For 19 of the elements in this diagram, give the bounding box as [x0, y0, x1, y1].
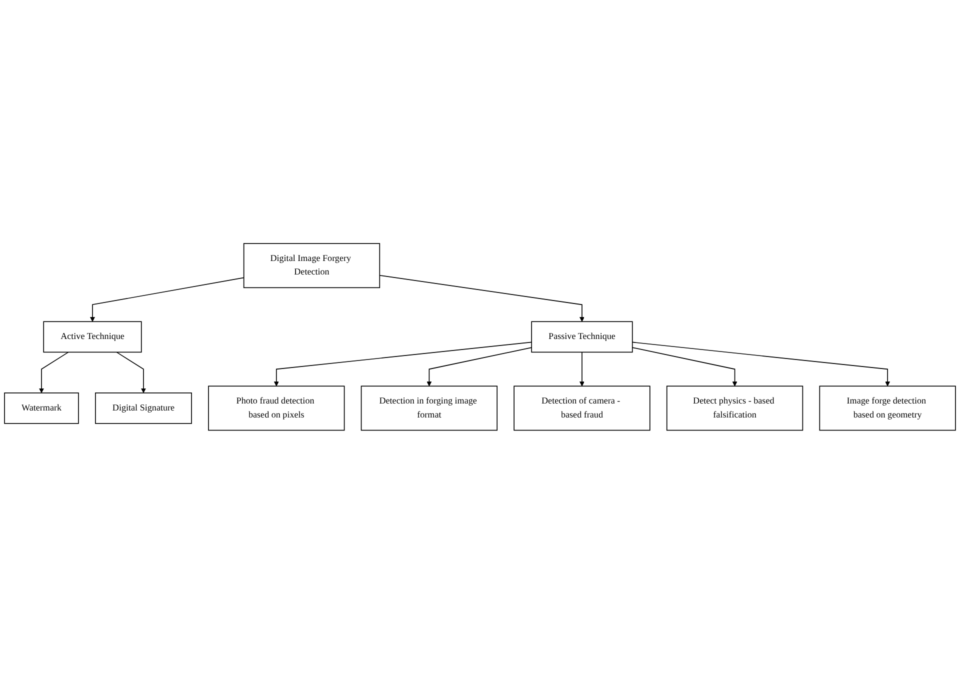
- arrow: [39, 351, 69, 393]
- arrow: [580, 351, 584, 386]
- node-box: Detect physics - based falsification: [666, 385, 804, 430]
- node-box: Digital Image Forgery Detection: [243, 242, 380, 288]
- node-box: Passive Technique: [531, 320, 633, 352]
- arrow: [274, 341, 532, 386]
- node-box: Image forge detection based on geometry: [819, 385, 956, 430]
- node-box: Active Technique: [43, 320, 142, 352]
- node-box: Digital Signature: [95, 392, 192, 424]
- node-box: Photo fraud detection based on pixels: [208, 385, 345, 430]
- arrow: [90, 276, 244, 322]
- arrow: [426, 346, 532, 386]
- arrow: [379, 274, 584, 322]
- arrow: [632, 346, 738, 386]
- node-box: Detection of camera - based fraud: [514, 385, 650, 430]
- arrow: [116, 351, 146, 393]
- node-box: Watermark: [4, 392, 79, 424]
- node-box: Detection in forging image format: [360, 385, 498, 430]
- arrow: [632, 341, 890, 386]
